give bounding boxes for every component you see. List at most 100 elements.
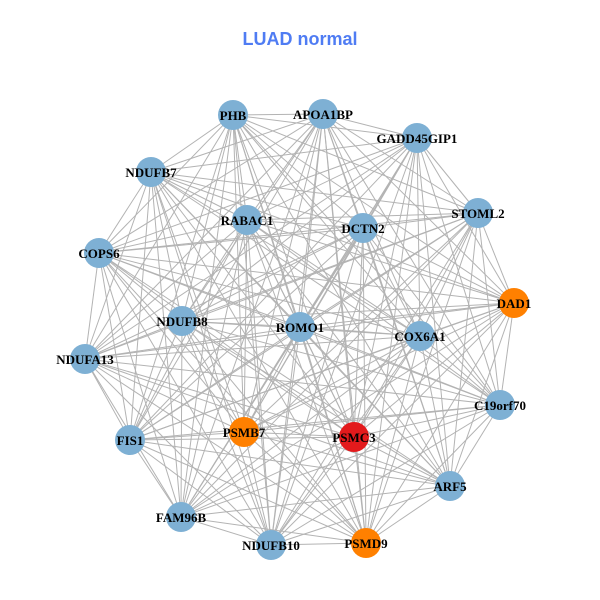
edge — [129, 404, 501, 441]
edge — [299, 326, 451, 487]
edge — [98, 137, 418, 254]
node-circle — [136, 157, 166, 187]
node-ndufa13[interactable]: NDUFA13 — [56, 344, 114, 374]
node-fis1[interactable]: FIS1 — [115, 425, 145, 455]
edge — [243, 431, 367, 544]
edge — [98, 212, 479, 254]
node-ndufb10[interactable]: NDUFB10 — [242, 530, 300, 560]
edge — [150, 171, 182, 518]
node-circle — [351, 528, 381, 558]
edge — [84, 358, 367, 544]
edge — [180, 431, 245, 518]
node-cox6a1[interactable]: COX6A1 — [394, 321, 446, 351]
node-label: NDUFB10 — [242, 538, 300, 553]
edge — [232, 114, 248, 221]
edge — [270, 436, 355, 546]
node-label: ROMO1 — [276, 320, 324, 335]
node-apoa1bp[interactable]: APOA1BP — [293, 99, 353, 129]
edge — [232, 114, 272, 546]
node-label: C19orf70 — [474, 398, 526, 413]
node-ndufb8[interactable]: NDUFB8 — [156, 306, 208, 336]
edge — [246, 137, 418, 221]
node-circle — [285, 312, 315, 342]
edge — [243, 113, 324, 433]
edge — [270, 404, 501, 546]
edge — [84, 212, 479, 360]
node-label: FAM96B — [156, 510, 207, 525]
edge — [129, 439, 272, 546]
edge — [150, 171, 501, 406]
edge — [150, 171, 364, 229]
node-romo1[interactable]: ROMO1 — [276, 312, 324, 342]
node-fam96b[interactable]: FAM96B — [156, 502, 207, 532]
edge — [246, 219, 272, 546]
node-label: NDUFB8 — [156, 314, 208, 329]
node-gadd45gip1[interactable]: GADD45GIP1 — [377, 123, 458, 153]
node-circle — [435, 471, 465, 501]
node-psmb7[interactable]: PSMB7 — [223, 417, 266, 447]
edge — [129, 171, 152, 441]
node-label: DAD1 — [497, 296, 532, 311]
edge — [365, 302, 515, 544]
edge — [246, 219, 501, 406]
node-cops6[interactable]: COPS6 — [78, 238, 120, 268]
edge — [84, 358, 131, 441]
node-dctn2[interactable]: DCTN2 — [341, 213, 385, 243]
edge — [129, 439, 451, 487]
edge — [362, 227, 421, 337]
edge — [449, 302, 515, 487]
edge — [150, 171, 272, 546]
node-circle — [229, 417, 259, 447]
edge — [84, 227, 364, 360]
node-psmc3[interactable]: PSMC3 — [332, 422, 376, 452]
edge — [84, 358, 501, 406]
node-arf5[interactable]: ARF5 — [433, 471, 467, 501]
node-circle — [70, 344, 100, 374]
edge — [150, 171, 515, 304]
edge — [181, 227, 364, 322]
edge — [270, 542, 367, 546]
edge — [365, 212, 479, 544]
node-label: RABAC1 — [221, 213, 274, 228]
node-stoml2[interactable]: STOML2 — [451, 198, 505, 228]
edge — [150, 171, 245, 433]
edge — [299, 326, 367, 544]
edge — [322, 113, 501, 406]
edge — [150, 113, 324, 173]
edge — [353, 302, 515, 438]
edge — [129, 114, 234, 441]
edge — [98, 171, 152, 254]
edge — [98, 252, 515, 304]
edge — [416, 137, 421, 337]
node-circle — [339, 422, 369, 452]
edge — [362, 227, 367, 544]
node-circle — [402, 123, 432, 153]
node-dad1[interactable]: DAD1 — [497, 288, 532, 318]
edges — [84, 113, 515, 546]
edge — [243, 431, 272, 546]
edge — [299, 326, 421, 337]
node-label: COX6A1 — [394, 329, 445, 344]
edge — [270, 326, 301, 546]
node-ndufb7[interactable]: NDUFB7 — [125, 157, 177, 187]
edge — [180, 436, 355, 518]
edge — [181, 320, 501, 406]
node-label: COPS6 — [78, 246, 120, 261]
edge — [246, 219, 364, 229]
edge — [243, 431, 355, 438]
node-phb[interactable]: PHB — [218, 100, 248, 130]
node-circle — [308, 99, 338, 129]
node-c19orf70[interactable]: C19orf70 — [474, 390, 526, 420]
node-label: APOA1BP — [293, 107, 353, 122]
edge — [246, 113, 324, 221]
edge — [180, 516, 367, 544]
edge — [84, 335, 421, 360]
edge — [322, 113, 367, 544]
node-circle — [218, 100, 248, 130]
node-psmd9[interactable]: PSMD9 — [344, 528, 388, 558]
node-circle — [232, 205, 262, 235]
edge — [84, 358, 451, 487]
edge — [362, 227, 501, 406]
edge — [98, 113, 324, 254]
node-rabac1[interactable]: RABAC1 — [221, 205, 274, 235]
